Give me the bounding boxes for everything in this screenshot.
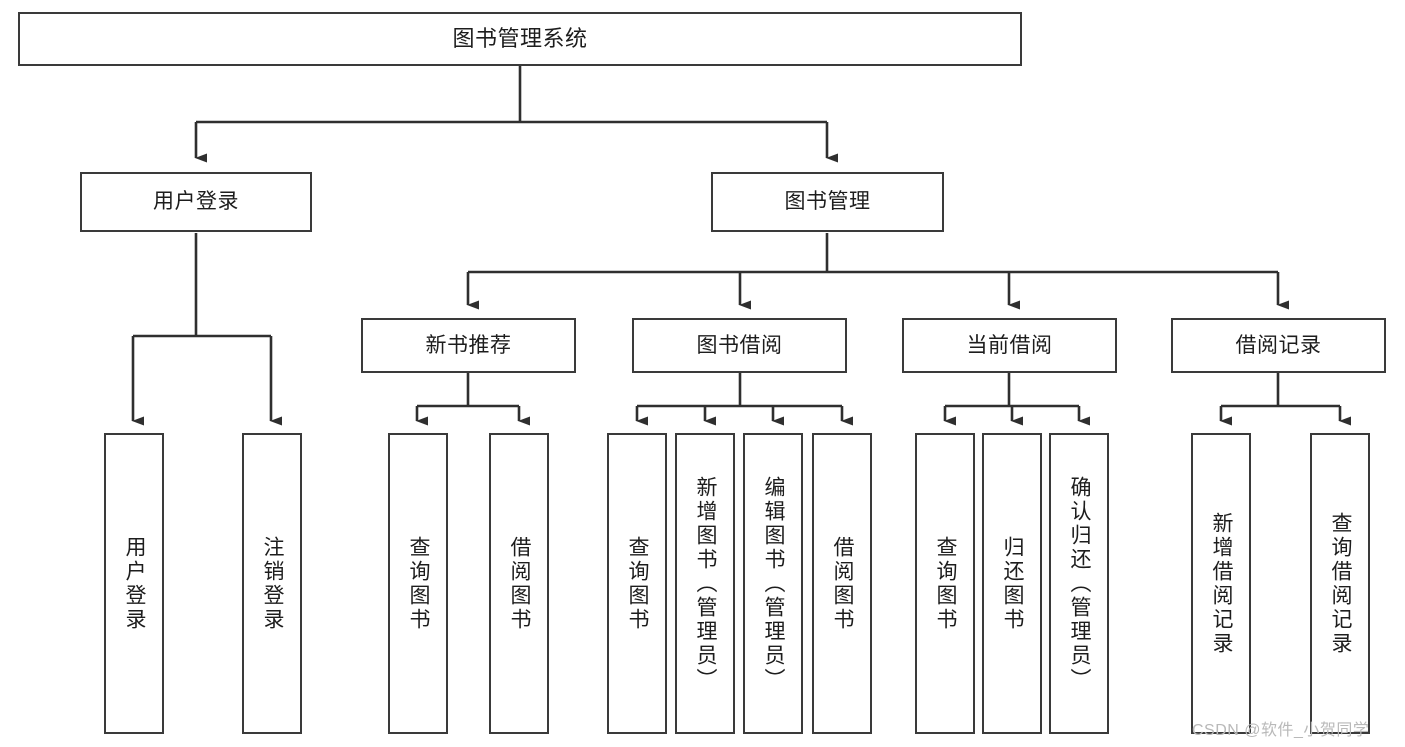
node-new-book-recommend[interactable]: 新书推荐 (361, 318, 576, 373)
leaf-borrow-borrow-book[interactable]: 借阅图书 (812, 433, 872, 734)
leaf-current-confirm-return-admin[interactable]: 确认归还（管理员） (1049, 433, 1109, 734)
node-label: 借阅图书 (508, 535, 532, 632)
node-label: 新增图书（管理员） (694, 475, 718, 692)
node-label: 图书管理系统 (452, 25, 588, 51)
node-label: 用户登录 (153, 190, 239, 214)
node-borrow-record[interactable]: 借阅记录 (1171, 318, 1386, 373)
node-label: 新书推荐 (425, 333, 512, 357)
node-label: 注销登录 (261, 535, 285, 632)
node-label: 图书管理 (784, 190, 871, 214)
node-label: 图书借阅 (696, 333, 783, 357)
leaf-user-login-signout[interactable]: 注销登录 (242, 433, 302, 734)
node-label: 确认归还（管理员） (1068, 475, 1092, 692)
node-label: 查询图书 (407, 535, 431, 632)
node-label: 用户登录 (123, 535, 147, 632)
leaf-recommend-query-book[interactable]: 查询图书 (388, 433, 448, 734)
node-label: 借阅记录 (1235, 333, 1322, 357)
node-label: 当前借阅 (966, 333, 1053, 357)
node-label: 借阅图书 (831, 535, 855, 632)
node-book-borrow[interactable]: 图书借阅 (632, 318, 847, 373)
leaf-borrow-edit-book-admin[interactable]: 编辑图书（管理员） (743, 433, 803, 734)
leaf-borrow-query-book[interactable]: 查询图书 (607, 433, 667, 734)
node-label: 查询借阅记录 (1329, 511, 1353, 656)
node-label: 新增借阅记录 (1210, 511, 1234, 656)
leaf-borrow-add-book-admin[interactable]: 新增图书（管理员） (675, 433, 735, 734)
leaf-recommend-borrow-book[interactable]: 借阅图书 (489, 433, 549, 734)
leaf-record-query-record[interactable]: 查询借阅记录 (1310, 433, 1370, 734)
node-current-borrow[interactable]: 当前借阅 (902, 318, 1117, 373)
csdn-watermark: CSDN @软件_小贺同学 (1192, 722, 1370, 739)
leaf-current-return-book[interactable]: 归还图书 (982, 433, 1042, 734)
node-user-login[interactable]: 用户登录 (80, 172, 312, 232)
node-label: 查询图书 (934, 535, 958, 632)
leaf-user-login-signin[interactable]: 用户登录 (104, 433, 164, 734)
node-label: 编辑图书（管理员） (762, 475, 786, 692)
node-label: 查询图书 (626, 535, 650, 632)
node-root-system[interactable]: 图书管理系统 (18, 12, 1022, 66)
leaf-record-add-record[interactable]: 新增借阅记录 (1191, 433, 1251, 734)
node-book-management[interactable]: 图书管理 (711, 172, 944, 232)
leaf-current-query-book[interactable]: 查询图书 (915, 433, 975, 734)
node-label: 归还图书 (1001, 535, 1025, 632)
